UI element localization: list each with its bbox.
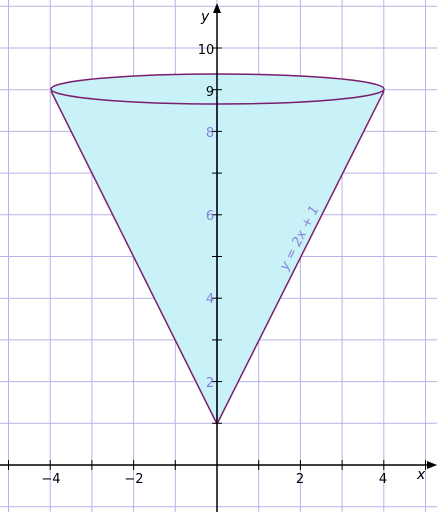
x-tick-label-neg4: −4: [41, 472, 60, 487]
cone-left-edge: [50, 90, 218, 425]
x-tick-label-4: 4: [379, 472, 387, 487]
x-axis-arrowhead: [427, 461, 437, 469]
x-axis-label: x: [416, 467, 426, 483]
x-axis: x: [0, 461, 437, 483]
y-tick-label-9: 9: [206, 85, 214, 100]
y-tick-label-8: 8: [206, 126, 214, 141]
tick-marks: [8, 47, 426, 470]
y-tick-label-2: 2: [206, 376, 214, 391]
x-tick-label-neg2: −2: [124, 472, 143, 487]
y-axis-arrowhead: [213, 3, 221, 13]
y-tick-label-6: 6: [206, 209, 214, 224]
cone-right-edge: [216, 90, 385, 425]
y-tick-label-10: 10: [198, 43, 215, 58]
y-axis: y: [200, 3, 221, 512]
y-tick-label-4: 4: [206, 292, 214, 307]
x-tick-label-2: 2: [296, 472, 304, 487]
y-axis-label: y: [200, 9, 210, 25]
